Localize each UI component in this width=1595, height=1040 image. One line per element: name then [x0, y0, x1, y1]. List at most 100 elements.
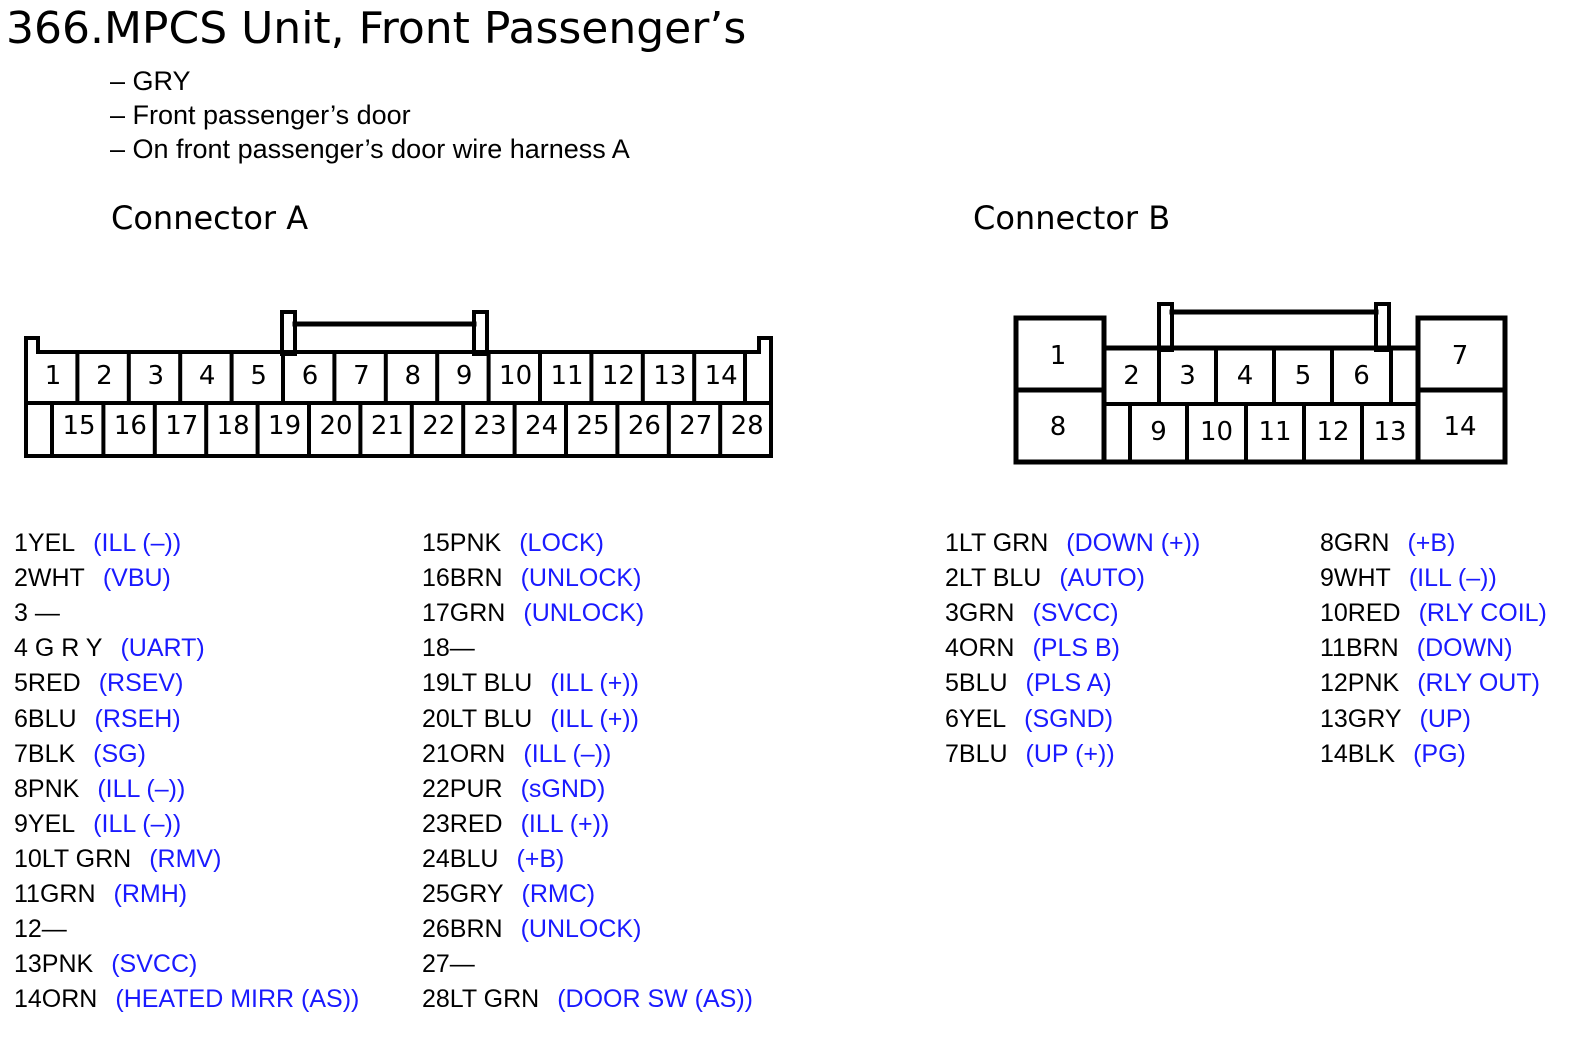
pin-function: (ILL (+))	[550, 669, 639, 698]
connector-a-pin-7: 7	[353, 361, 370, 391]
wire-color: 1LT GRN	[945, 529, 1049, 557]
pin-row: 13PNK(SVCC)	[14, 947, 197, 982]
wire-color: 7BLK	[14, 739, 76, 768]
connector-a-pin-23: 23	[474, 411, 507, 441]
connector-a-pin-25: 25	[576, 411, 609, 441]
connector-b-pin-10: 10	[1200, 417, 1233, 447]
pin-row: 4ORN(PLS B)	[945, 631, 1120, 666]
connector-a-pin-26: 26	[628, 411, 661, 441]
pin-row: 21ORN(ILL (–))	[422, 737, 611, 772]
wire-color: 20LT BLU	[422, 704, 533, 733]
connector-a-pin-4: 4	[199, 361, 216, 391]
connector-a-pin-3: 3	[148, 361, 165, 391]
wire-color: 25GRY	[422, 880, 504, 908]
pin-function: (UNLOCK)	[520, 564, 642, 593]
pin-function: (UNLOCK)	[520, 915, 642, 944]
pin-function: (HEATED MIRR (AS))	[115, 985, 360, 1014]
pin-function: (AUTO)	[1059, 564, 1146, 593]
pin-function: (UART)	[120, 634, 205, 663]
pin-function: (ILL (–))	[93, 529, 182, 557]
wire-color: 11BRN	[1320, 634, 1399, 663]
connector-a-pin-27: 27	[679, 411, 712, 441]
pin-function: (RSEV)	[98, 669, 184, 698]
connector-b-pin-8: 8	[1050, 412, 1067, 442]
wire-color: 17GRN	[422, 599, 506, 628]
wire-color: 5RED	[14, 669, 81, 698]
page-title: 366.MPCS Unit, Front Passenger’s	[6, 3, 747, 54]
connector-a-pin-20: 20	[319, 411, 352, 441]
pin-function: (+B)	[1407, 529, 1456, 557]
connector-a-pin-11: 11	[550, 361, 583, 391]
pin-function: (SVCC)	[1032, 599, 1119, 628]
pin-function: (DOWN (+))	[1066, 529, 1201, 557]
wire-color: 23RED	[422, 809, 503, 838]
connector-a-pin-22: 22	[422, 411, 455, 441]
pin-function: (DOOR SW (AS))	[557, 985, 754, 1014]
connector-a-label: Connector A	[111, 199, 309, 237]
connector-a-pin-6: 6	[302, 361, 319, 391]
connector-a-pin-15: 15	[62, 411, 95, 441]
pin-row: 10RED(RLY COIL)	[1320, 596, 1547, 631]
wire-color: 16BRN	[422, 564, 503, 593]
connector-a-pin-18: 18	[217, 411, 250, 441]
pin-row: 15PNK(LOCK)	[422, 526, 604, 561]
pin-row: 12PNK(RLY OUT)	[1320, 666, 1540, 701]
wire-color: 13GRY	[1320, 704, 1402, 733]
connector-a-pin-24: 24	[525, 411, 558, 441]
connector-a-pin-14: 14	[705, 361, 738, 391]
pin-function: (sGND)	[520, 774, 606, 803]
pin-row: 7BLU(UP (+))	[945, 737, 1115, 772]
pin-row: 19LT BLU (ILL (+))	[422, 666, 639, 701]
connector-details: – GRY – Front passenger’s door – On fron…	[110, 64, 630, 166]
pin-function: (RLY COIL)	[1418, 599, 1547, 628]
wire-color: 26BRN	[422, 915, 503, 944]
pin-row: 28LT GRN(DOOR SW (AS))	[422, 982, 753, 1017]
pin-row: 6YEL(SGND)	[945, 702, 1113, 737]
pin-row: 11GRN(RMH)	[14, 877, 187, 912]
pin-row: 20LT BLU(ILL (+))	[422, 702, 639, 737]
connector-b-pin-1: 1	[1050, 341, 1067, 371]
pin-row: 16BRN (UNLOCK)	[422, 561, 641, 596]
pin-row: 12—	[14, 912, 67, 947]
pin-function: (ILL (–))	[97, 774, 186, 803]
wire-color: 6BLU	[14, 704, 77, 733]
connector-a-pin-16: 16	[114, 411, 147, 441]
wire-color: 10LT GRN	[14, 844, 132, 873]
pin-function: (DOWN)	[1416, 634, 1513, 663]
pin-function: (LOCK)	[519, 529, 604, 557]
pin-row: 18—	[422, 631, 475, 666]
pin-row: 10LT GRN (RMV)	[14, 842, 221, 877]
pin-function: (RSEH)	[94, 704, 181, 733]
pin-row: 26BRN (UNLOCK)	[422, 912, 641, 947]
pin-row: 27—	[422, 947, 475, 982]
wire-color: 8PNK	[14, 774, 80, 803]
connector-b-pin-2: 2	[1123, 361, 1140, 391]
pin-function: (ILL (–))	[523, 739, 612, 768]
pin-row: 1LT GRN (DOWN (+))	[945, 526, 1200, 561]
wire-color: 13PNK	[14, 950, 94, 979]
wire-color: 2WHT	[14, 564, 85, 593]
connector-b-pin-3: 3	[1179, 361, 1196, 391]
pin-function: (ILL (–))	[93, 809, 182, 838]
connector-a-pin-12: 12	[602, 361, 635, 391]
connector-a-housing	[24, 336, 773, 458]
wire-color: 19LT BLU	[422, 669, 533, 698]
pin-function: (UP)	[1419, 704, 1471, 733]
pin-function: (SG)	[93, 739, 146, 768]
pin-row: 5BLU(PLS A)	[945, 666, 1112, 701]
wire-color: 12PNK	[1320, 669, 1400, 698]
pin-row: 25GRY(RMC)	[422, 877, 595, 912]
connector-b-pin-12: 12	[1316, 417, 1349, 447]
wire-color: 11GRN	[14, 880, 96, 908]
pin-row: 11BRN (DOWN)	[1320, 631, 1513, 666]
connector-b-pin-13: 13	[1373, 417, 1406, 447]
connector-a-pin-5: 5	[250, 361, 267, 391]
pin-function: (RMV)	[149, 844, 222, 873]
wire-color: 2LT BLU	[945, 564, 1042, 593]
wire-color: 18—	[422, 634, 475, 663]
pin-row: 5RED (RSEV)	[14, 666, 183, 701]
pin-row: 1YEL(ILL (–))	[14, 526, 181, 561]
pin-function: (PLS A)	[1025, 669, 1112, 698]
pin-row: 13GRY (UP)	[1320, 702, 1471, 737]
